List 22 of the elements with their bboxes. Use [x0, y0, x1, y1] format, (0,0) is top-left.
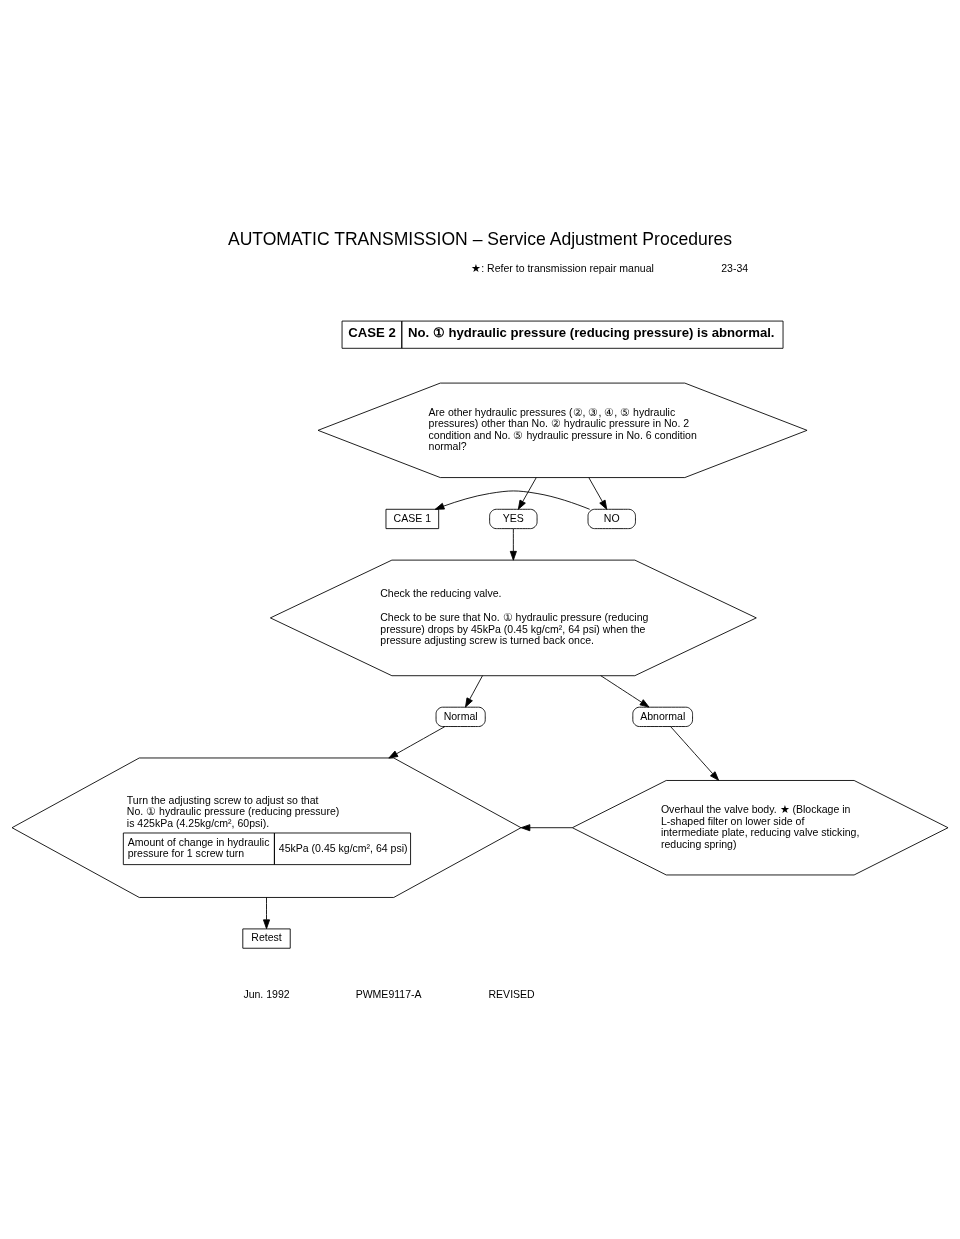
arrow [517, 477, 537, 510]
node-box: Normal [435, 706, 486, 727]
arrow [509, 528, 517, 561]
label: ★: Refer to transmission repair manual [471, 262, 654, 275]
arrow [465, 675, 483, 708]
arrow [388, 726, 446, 759]
label: Jun. 1992 [243, 988, 290, 1001]
diagram-title: AUTOMATIC TRANSMISSION – Service Adjustment Procedures [227, 229, 733, 250]
label: REVISED [488, 988, 535, 1001]
arrow [670, 726, 720, 781]
node-box: CASE 1 [385, 508, 440, 530]
label: PWME9117-A [355, 988, 422, 1001]
label: 23-34 [721, 262, 749, 275]
arrow [520, 824, 573, 832]
arrow [588, 477, 608, 510]
arrow [434, 490, 591, 510]
node-box: Abnormal [632, 706, 693, 727]
node-box: NO [587, 508, 636, 530]
arrow [263, 896, 271, 930]
node-box: YES [489, 508, 538, 530]
node-box: Retest [242, 928, 291, 949]
arrow [600, 675, 650, 708]
